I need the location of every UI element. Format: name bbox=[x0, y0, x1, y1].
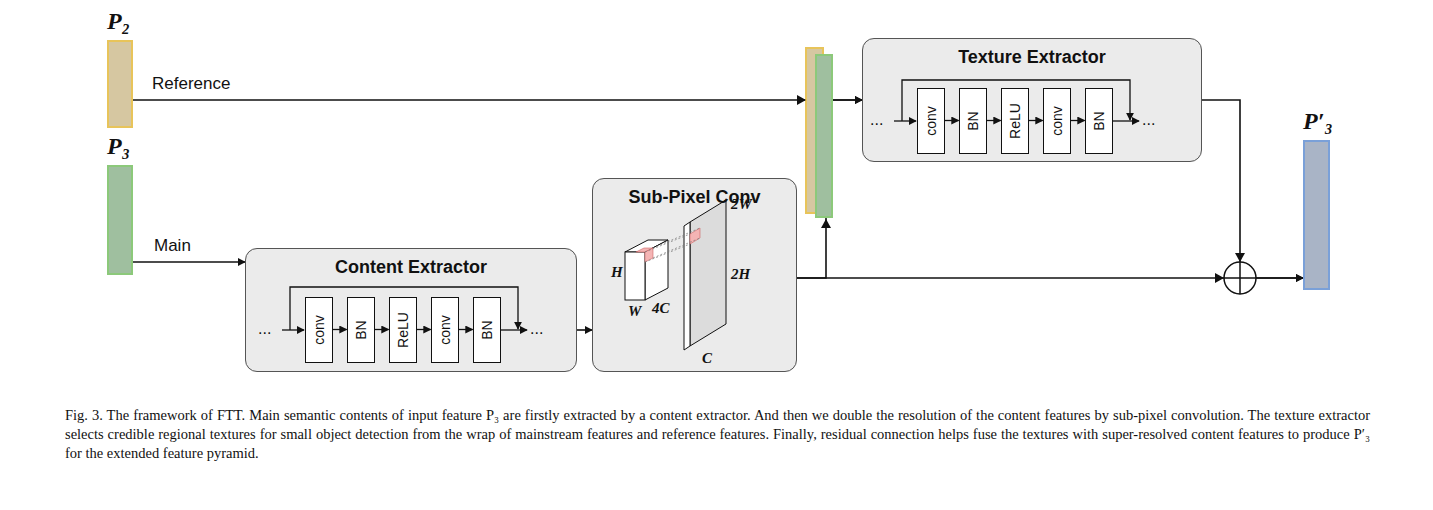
layer-block: conv bbox=[917, 88, 945, 154]
dimension-label: W bbox=[628, 303, 641, 320]
projection-lines bbox=[645, 228, 700, 262]
projection-line bbox=[653, 238, 700, 258]
layer-name: ReLU bbox=[1007, 103, 1023, 139]
sum-symbol bbox=[1215, 253, 1256, 294]
arrow-head bbox=[821, 219, 831, 228]
ellipsis-mark: ... bbox=[530, 320, 543, 338]
layer-block: BN bbox=[959, 88, 987, 154]
flow-arrow bbox=[1029, 120, 1043, 121]
ellipsis-mark: ... bbox=[870, 111, 883, 129]
layer-name: BN bbox=[1091, 111, 1107, 130]
flow-arrow bbox=[333, 329, 347, 330]
ellipsis-mark: ... bbox=[1142, 111, 1155, 129]
layer-block: ReLU bbox=[389, 297, 417, 363]
projection-line bbox=[645, 234, 690, 252]
layer-name: BN bbox=[965, 111, 981, 130]
dimension-label: 2H bbox=[731, 266, 750, 283]
module-fill bbox=[862, 38, 1202, 162]
concat-features bbox=[797, 48, 832, 228]
flow-arrow bbox=[133, 261, 245, 263]
layer-block: conv bbox=[431, 297, 459, 363]
output-wire bbox=[501, 329, 527, 330]
flow-arrow bbox=[987, 120, 1001, 121]
feature-map: P₂ bbox=[107, 40, 133, 128]
output-plane bbox=[690, 200, 726, 346]
module-box: Content Extractor conv BN ReLU conv BN bbox=[245, 248, 577, 372]
figure-caption: Fig. 3. The framework of FTT. Main seman… bbox=[65, 406, 1370, 463]
layer-block: conv bbox=[1043, 88, 1071, 154]
module-box: Sub-Pixel Conv bbox=[592, 178, 797, 372]
layer-name: conv bbox=[923, 106, 939, 136]
ellipsis-mark: ... bbox=[258, 320, 271, 338]
feature-label: P₃ bbox=[107, 133, 130, 160]
flow-arrow bbox=[417, 329, 431, 330]
flow-arrow bbox=[945, 120, 959, 121]
flow-arrow bbox=[577, 329, 592, 331]
layer-block: BN bbox=[1085, 88, 1113, 154]
flow-arrow bbox=[133, 99, 862, 101]
module-title: Sub-Pixel Conv bbox=[593, 187, 796, 208]
flow-arrow bbox=[375, 329, 389, 330]
layer-block: ReLU bbox=[1001, 88, 1029, 154]
module-fill bbox=[245, 248, 577, 372]
layer-name: conv bbox=[311, 315, 327, 345]
output-wire bbox=[1113, 120, 1139, 121]
edge-label: Reference bbox=[150, 74, 232, 94]
layer-name: ReLU bbox=[395, 312, 411, 348]
projection-line bbox=[653, 228, 700, 248]
flow-arrow bbox=[1071, 120, 1085, 121]
arrow-head bbox=[1235, 253, 1245, 262]
feature-map: P₃ bbox=[107, 165, 133, 275]
sum-cross bbox=[1224, 262, 1256, 294]
feature-map: P′₃ bbox=[1303, 140, 1330, 290]
arrow-head bbox=[797, 95, 806, 105]
input-wire bbox=[894, 120, 916, 121]
arrow-head bbox=[1215, 273, 1224, 283]
layer-block: BN bbox=[347, 297, 375, 363]
layer-name: BN bbox=[353, 320, 369, 339]
feature-label: P₂ bbox=[107, 8, 130, 35]
sum-circle bbox=[1224, 262, 1256, 294]
output-edge bbox=[684, 222, 690, 350]
layer-name: conv bbox=[1049, 106, 1065, 136]
feature-label: P′₃ bbox=[1303, 108, 1333, 135]
flow-arrow bbox=[1202, 100, 1303, 278]
edge-label: Main bbox=[152, 236, 193, 256]
cube-front bbox=[625, 252, 645, 300]
layer-name: BN bbox=[479, 320, 495, 339]
content-copy bbox=[816, 55, 832, 217]
layer-block: BN bbox=[473, 297, 501, 363]
module-title: Content Extractor bbox=[246, 257, 576, 278]
module-title: Texture Extractor bbox=[863, 47, 1201, 68]
projection-line bbox=[645, 244, 690, 262]
dimension-label: 4C bbox=[652, 300, 670, 317]
sub-pixel-illustration bbox=[625, 200, 726, 350]
dimension-label: 2W bbox=[731, 196, 752, 213]
module-fill bbox=[592, 178, 797, 372]
module-box: Texture Extractor conv BN ReLU conv BN bbox=[862, 38, 1202, 162]
layer-block: conv bbox=[305, 297, 333, 363]
dimension-label: H bbox=[611, 264, 623, 281]
dimension-label: C bbox=[702, 350, 712, 367]
input-wire bbox=[282, 329, 304, 330]
layer-name: conv bbox=[437, 315, 453, 345]
flow-arrow bbox=[459, 329, 473, 330]
